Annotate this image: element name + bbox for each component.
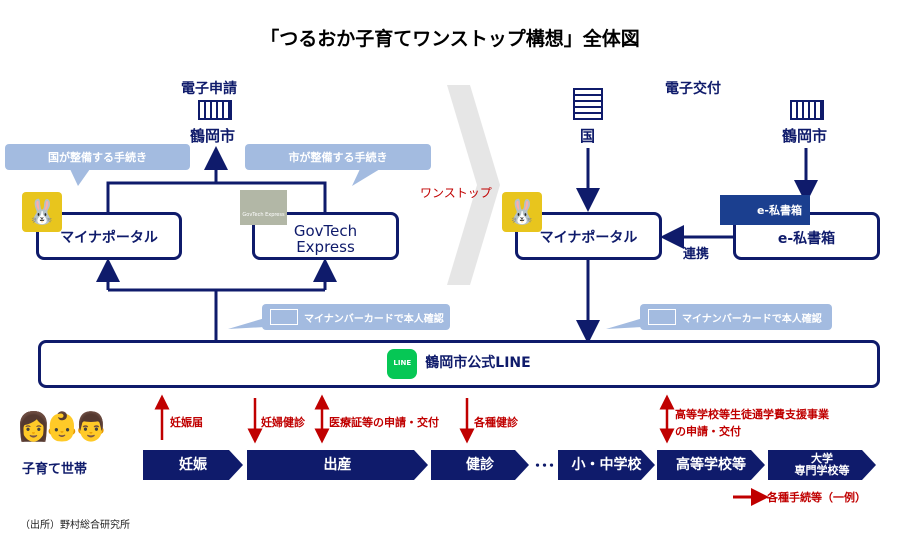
city-label-right: 鶴岡市: [782, 127, 828, 145]
link-label: 連携: [683, 247, 710, 262]
city-building-icon: [198, 100, 232, 120]
stage-pregnancy: 妊娠: [143, 450, 243, 480]
stage-high-school: 高等学校等: [657, 450, 765, 480]
id-card-icon-right: [648, 309, 676, 325]
onestop-label: ワンストップ: [420, 186, 492, 200]
e-shishobako-badge: e-私書箱: [720, 195, 810, 225]
tsuruoka-line-bar[interactable]: LINE 鶴岡市公式LINE: [38, 340, 880, 388]
mynaportal-box-right[interactable]: マイナポータル: [515, 212, 662, 260]
callout-city: 市が整備する手続き: [245, 144, 431, 170]
onestop-chevron: [447, 85, 500, 285]
id-check-label: マイナンバーカードで本人確認: [304, 313, 444, 325]
mynaportal-rabbit-icon-right: 🐰: [502, 192, 542, 232]
city-building-icon-right: [790, 100, 824, 120]
procedure-medical-certificate: 医療証等の申請・交付: [329, 416, 439, 429]
stage-university: 大学専門学校等: [768, 450, 876, 480]
govtech-logo: GovTech Express: [240, 190, 287, 225]
e-delivery-heading: 電子交付: [665, 81, 721, 97]
mynaportal-rabbit-icon: 🐰: [22, 192, 62, 232]
mynaportal-label: マイナポータル: [60, 230, 158, 247]
stage-elementary-junior: 小・中学校: [558, 450, 655, 480]
city-label: 鶴岡市: [190, 127, 236, 145]
household-label: 子育て世帯: [22, 462, 88, 477]
callout-national: 国が整備する手続き: [5, 144, 190, 170]
e-application-heading: 電子申請: [181, 81, 237, 97]
govtech-label-2: Express: [296, 238, 355, 256]
mynaportal-label-right: マイナポータル: [539, 230, 638, 247]
stage-birth: 出産: [247, 450, 428, 480]
govtech-label-1: GovTech: [293, 221, 358, 240]
national-label: 国: [580, 127, 596, 145]
ellipsis: ・・・: [531, 459, 558, 474]
id-check-label-right: マイナンバーカードで本人確認: [682, 313, 822, 325]
e-shishobako-label: e-私書箱: [777, 231, 836, 248]
source-note: （出所）野村総合研究所: [20, 520, 130, 531]
id-card-icon: [270, 309, 298, 325]
stage-checkup: 健診: [431, 450, 529, 480]
procedure-checkups: 各種健診: [474, 416, 518, 429]
line-label: 鶴岡市公式LINE: [425, 355, 531, 372]
legend-label: 各種手続等（一例）: [767, 491, 866, 504]
line-icon: LINE: [387, 349, 418, 379]
procedure-prenatal-checkup: 妊婦健診: [261, 416, 305, 429]
family-icon: 👩👶👨: [16, 410, 109, 443]
mynaportal-box[interactable]: マイナポータル: [36, 212, 182, 260]
callout-id-check-left: マイナンバーカードで本人確認: [262, 304, 450, 330]
national-building-icon: [573, 88, 603, 120]
procedure-commute-support: 高等学校等生徒通学費支援事業の申請・交付: [675, 408, 829, 438]
page-title: 「つるおか子育てワンストップ構想」全体図: [260, 28, 640, 50]
procedure-pregnancy-notice: 妊娠届: [170, 416, 203, 429]
callout-id-check-right: マイナンバーカードで本人確認: [640, 304, 832, 330]
